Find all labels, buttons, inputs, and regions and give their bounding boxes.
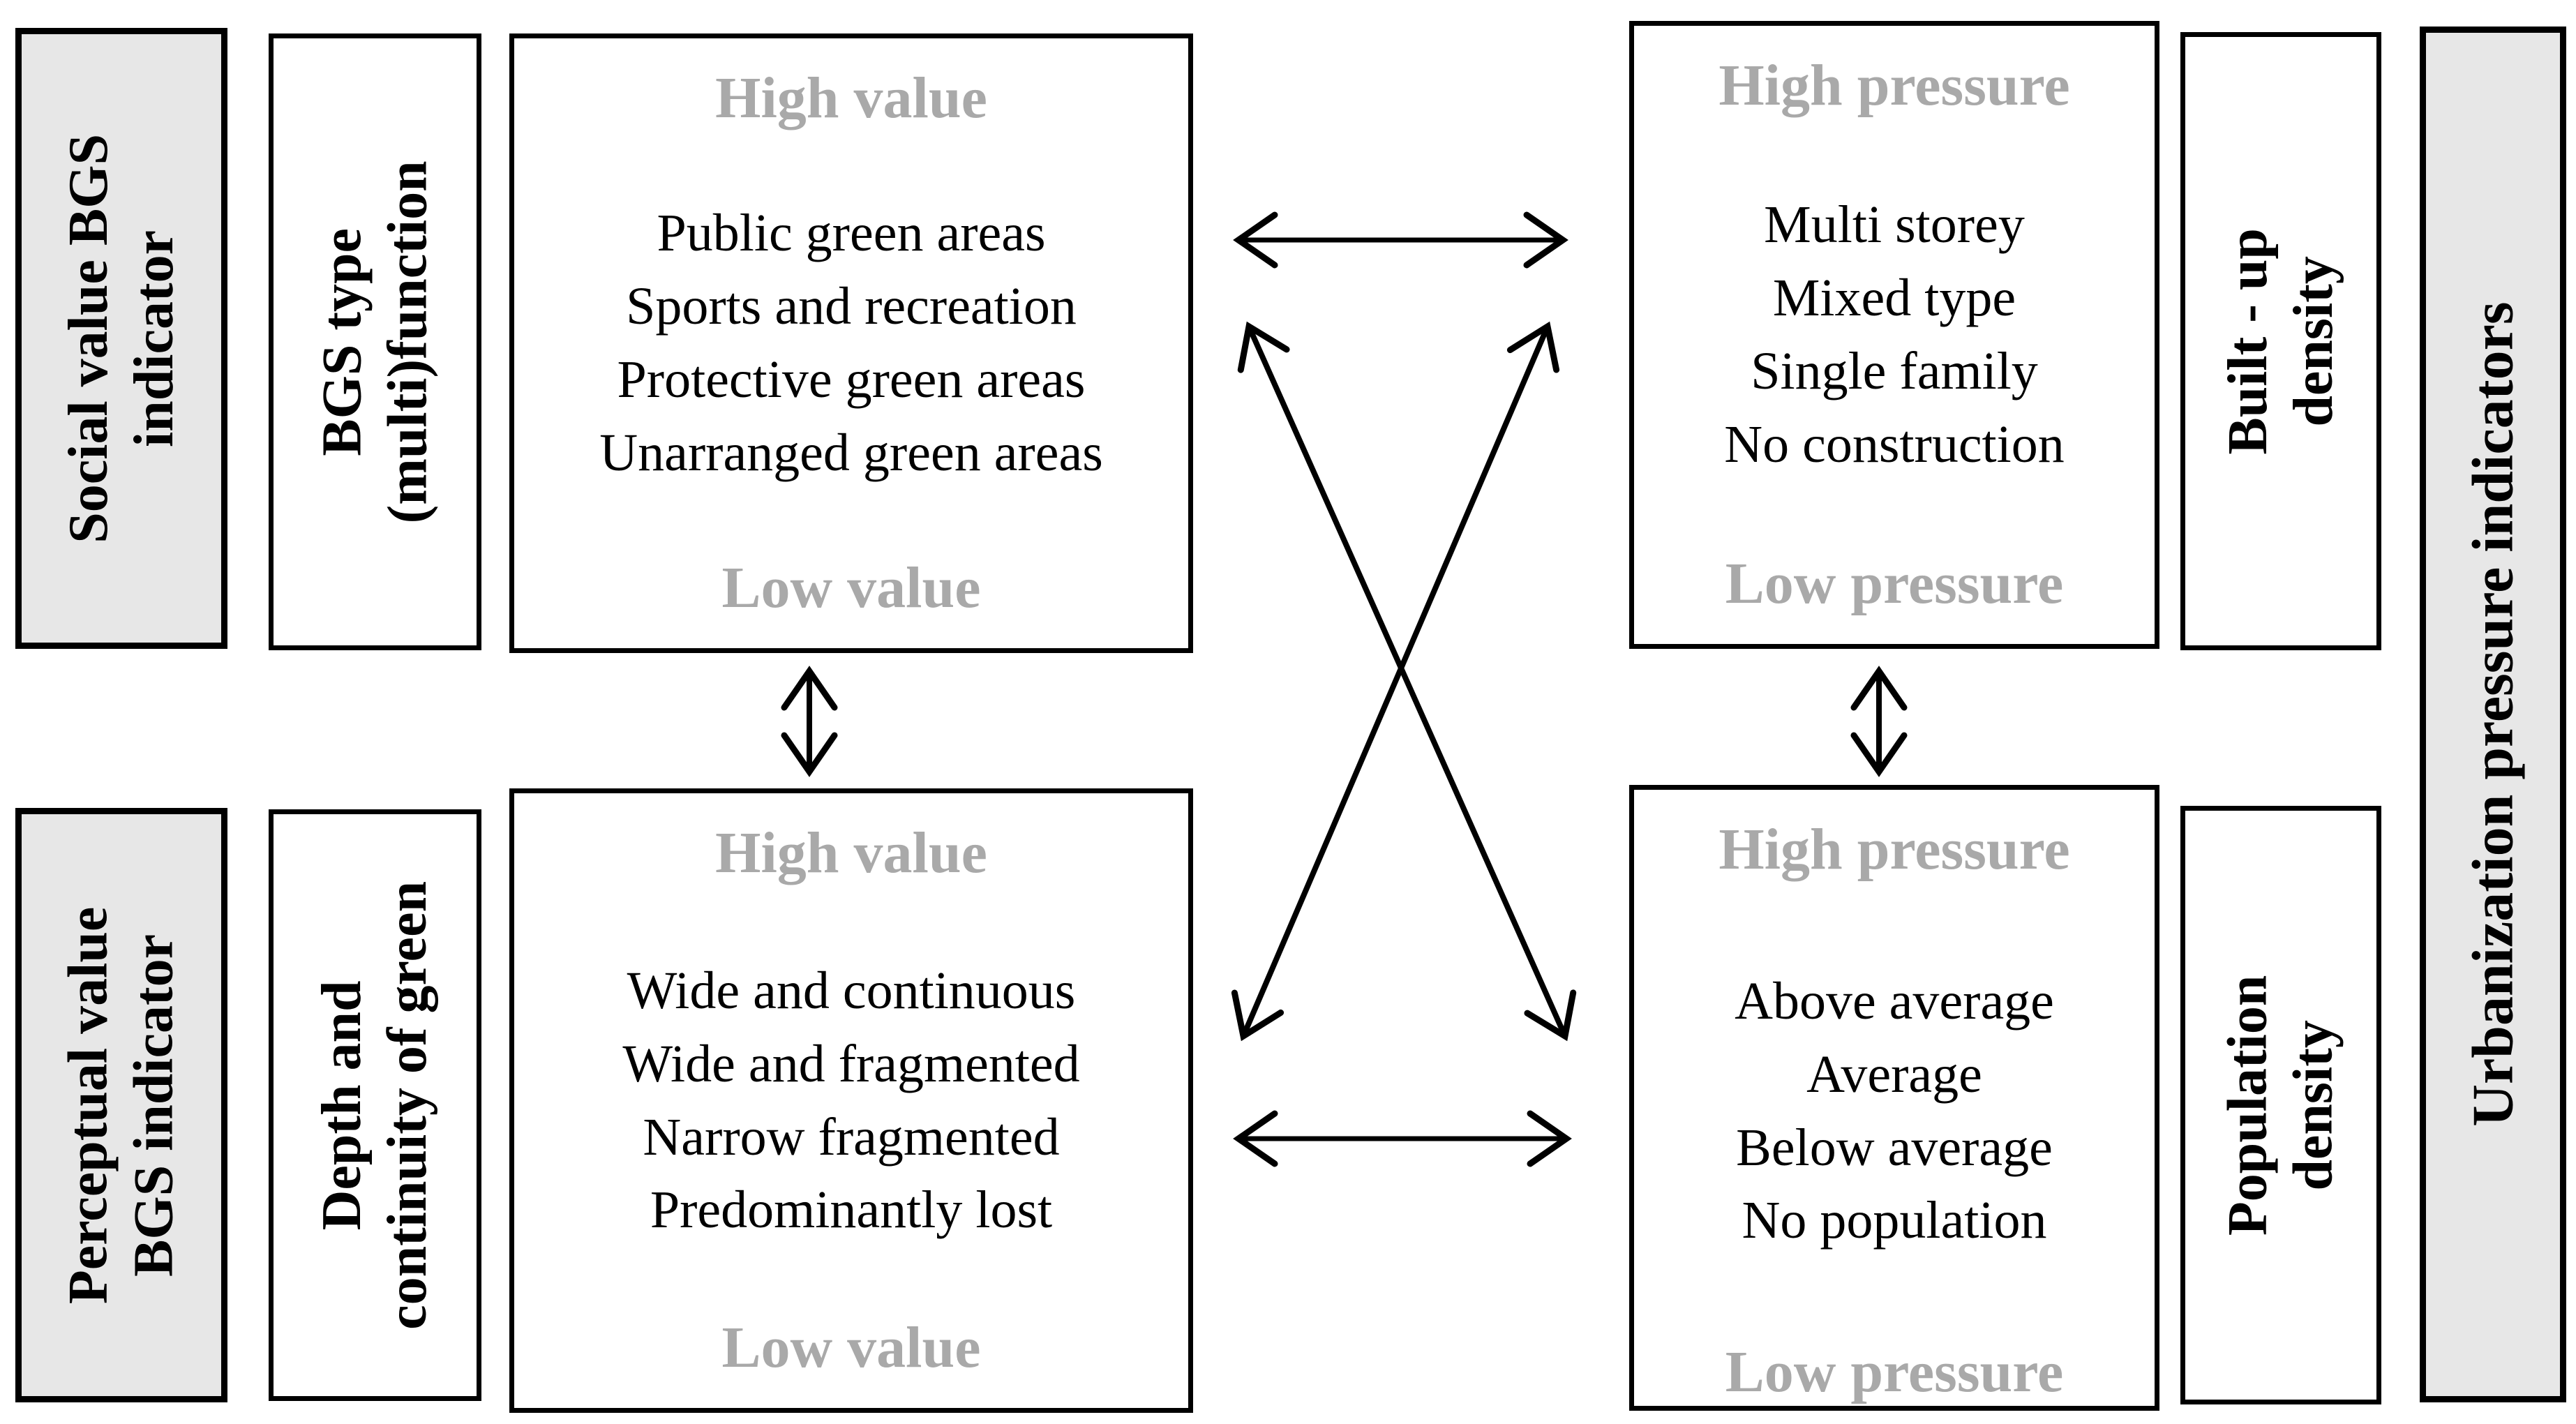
label-line: (multi)function bbox=[377, 160, 439, 523]
low-value-label: Low value bbox=[721, 555, 981, 620]
label-line: Depth and bbox=[311, 980, 373, 1230]
bgs-type-items: Public green areas Sports and recreation… bbox=[599, 197, 1103, 490]
population-items: Above average Average Below average No p… bbox=[1735, 965, 2054, 1258]
label-line: density bbox=[2283, 1019, 2344, 1191]
panel-built-up-density: Built - up density bbox=[2180, 32, 2381, 650]
list-item: Mixed type bbox=[1772, 269, 2016, 328]
panel-perceptual-value-label: Perceptual value BGS indicator bbox=[56, 906, 188, 1304]
values-box-bgs-type: High value Public green areas Sports and… bbox=[509, 33, 1193, 653]
values-box-depth-continuity: High value Wide and continuous Wide and … bbox=[509, 788, 1193, 1413]
list-item: Multi storey bbox=[1764, 195, 2025, 255]
label-line: Population bbox=[2217, 975, 2279, 1236]
panel-depth-continuity-of-green: Depth and continuity of green bbox=[269, 809, 481, 1401]
list-item: Below average bbox=[1736, 1118, 2053, 1177]
values-box-built-up-density: High pressure Multi storey Mixed type Si… bbox=[1629, 21, 2159, 649]
high-value-label: High value bbox=[715, 820, 987, 885]
panel-urbanization-pressure-indicators: Urbanization pressure indicators bbox=[2420, 27, 2566, 1402]
panel-perceptual-value-bgs-indicator: Perceptual value BGS indicator bbox=[15, 808, 227, 1402]
label-line: Urbanization pressure indicators bbox=[2460, 301, 2526, 1127]
panel-social-value-label: Social value BGS indicator bbox=[56, 134, 188, 544]
list-item: Protective green areas bbox=[617, 350, 1086, 409]
list-item: Average bbox=[1806, 1044, 1982, 1104]
label-line: Built - up bbox=[2217, 227, 2279, 455]
list-item: Above average bbox=[1735, 971, 2054, 1030]
built-up-items: Multi storey Mixed type Single family No… bbox=[1724, 188, 2065, 481]
depth-items: Wide and continuous Wide and fragmented … bbox=[622, 954, 1079, 1247]
arrow-diagonal-topright-bottomleft bbox=[1231, 321, 1560, 1042]
panel-population-density: Population density bbox=[2180, 806, 2381, 1404]
panel-urbanization-label: Urbanization pressure indicators bbox=[2458, 302, 2527, 1127]
high-pressure-label: High pressure bbox=[1718, 817, 2070, 882]
panel-bgs-type-label: BGS type (multi)function bbox=[309, 160, 441, 523]
panel-built-up-label: Built - up density bbox=[2215, 228, 2347, 455]
list-item: Narrow fragmented bbox=[643, 1107, 1060, 1167]
high-pressure-label: High pressure bbox=[1718, 53, 2070, 118]
label-line: Social value BGS bbox=[57, 133, 119, 544]
list-item: Predominantly lost bbox=[650, 1181, 1053, 1240]
label-line: indicator bbox=[123, 230, 186, 447]
low-value-label: Low value bbox=[721, 1314, 981, 1380]
panel-population-label: Population density bbox=[2215, 975, 2347, 1235]
list-item: Wide and fragmented bbox=[622, 1034, 1080, 1093]
high-value-label: High value bbox=[715, 66, 987, 130]
list-item: Sports and recreation bbox=[626, 277, 1077, 336]
list-item: Unarranged green areas bbox=[599, 423, 1103, 482]
panel-depth-continuity-label: Depth and continuity of green bbox=[309, 881, 441, 1330]
list-item: Single family bbox=[1751, 342, 2038, 400]
label-line: BGS indicator bbox=[123, 934, 185, 1277]
label-line: Perceptual value bbox=[57, 906, 119, 1304]
panel-social-value-bgs-indicator: Social value BGS indicator bbox=[15, 28, 227, 649]
panel-bgs-type-multifunction: BGS type (multi)function bbox=[269, 33, 481, 650]
label-line: continuity of green bbox=[377, 880, 439, 1330]
list-item: No construction bbox=[1724, 414, 2065, 474]
list-item: Wide and continuous bbox=[627, 961, 1076, 1020]
label-line: BGS type bbox=[311, 227, 373, 456]
low-pressure-label: Low pressure bbox=[1725, 1339, 2064, 1404]
list-item: Public green areas bbox=[657, 204, 1046, 263]
label-line: density bbox=[2283, 255, 2345, 427]
arrow-diagonal-topleft-bottomright bbox=[1237, 321, 1577, 1042]
values-box-population-density: High pressure Above average Average Belo… bbox=[1629, 785, 2159, 1411]
low-pressure-label: Low pressure bbox=[1725, 550, 2064, 616]
list-item: No population bbox=[1742, 1191, 2047, 1250]
